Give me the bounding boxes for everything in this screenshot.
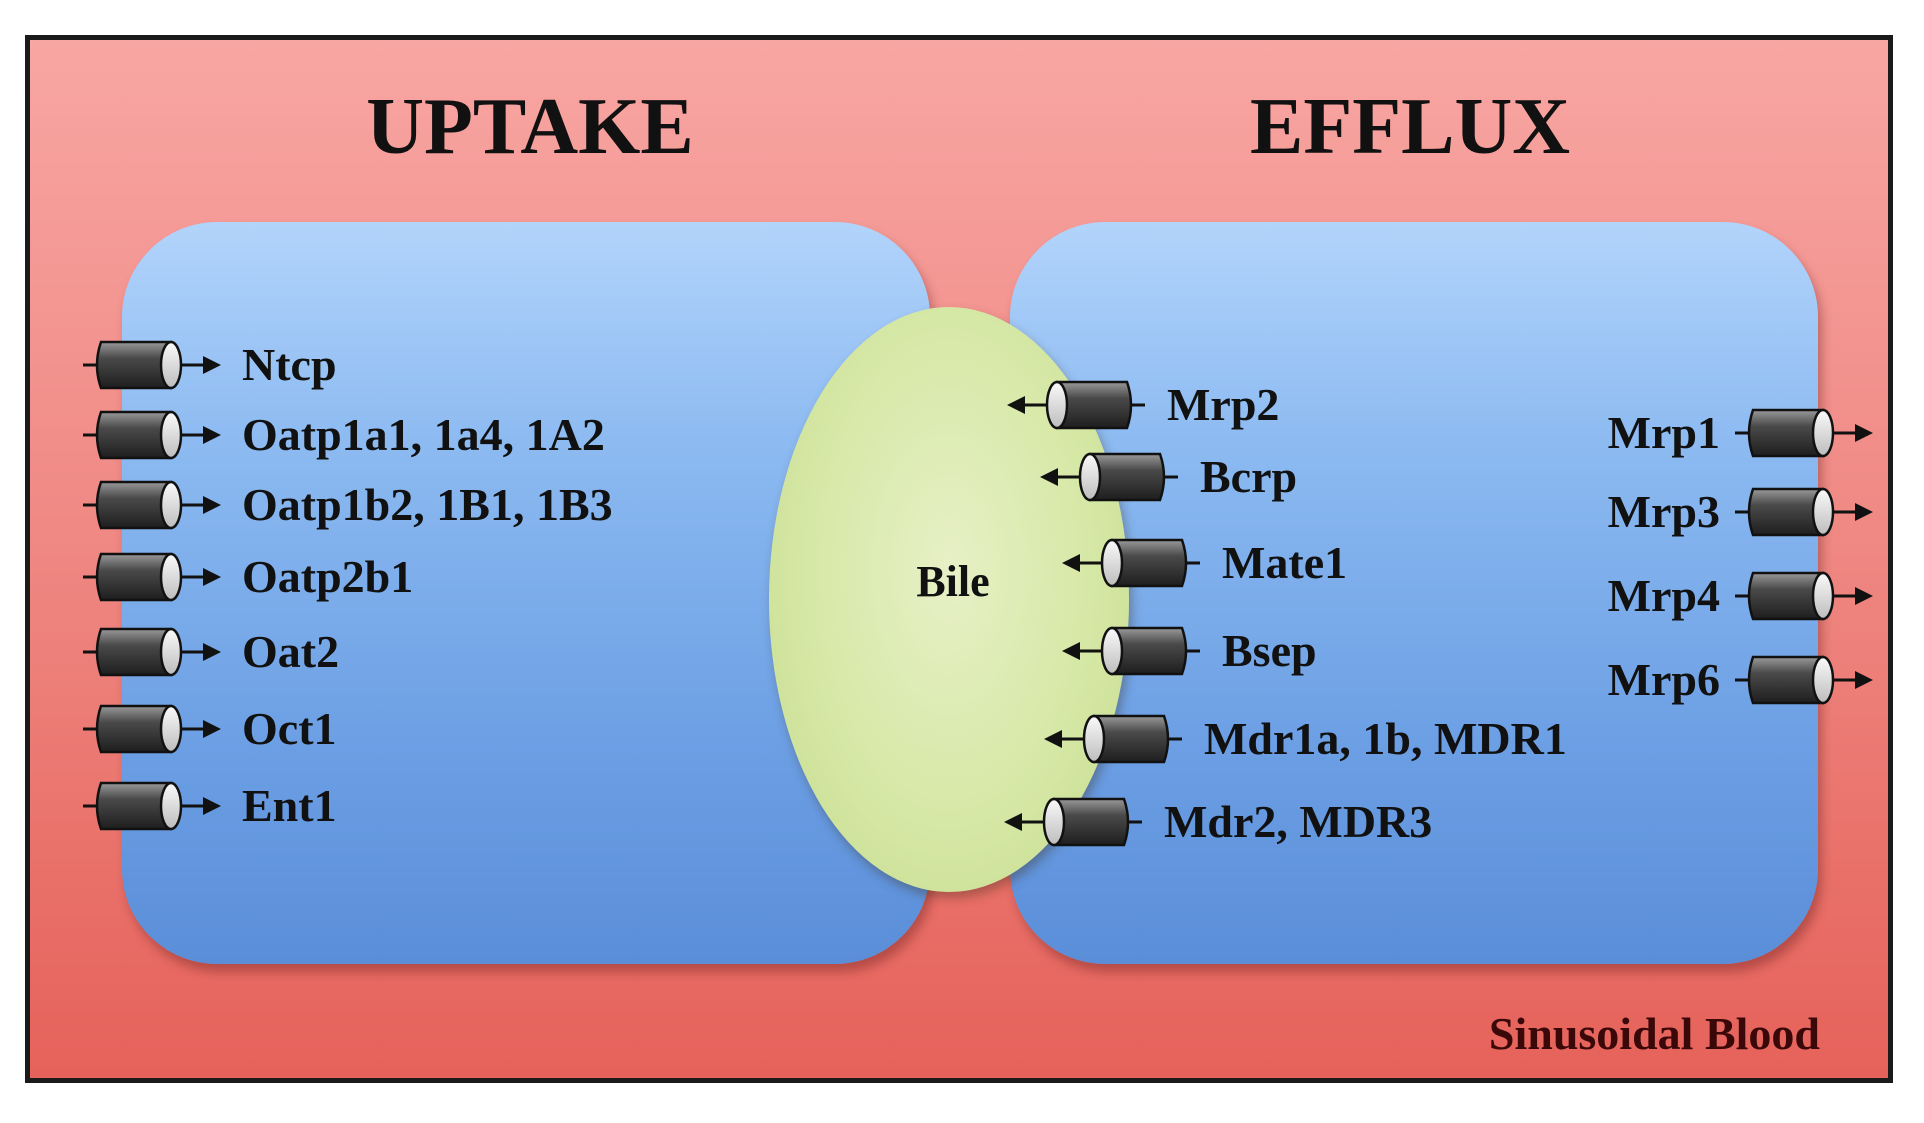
uptake-transporter-oat2	[83, 624, 223, 680]
basolateral-transporter-mrp6	[1735, 652, 1875, 708]
efflux-heading: EFFLUX	[1250, 83, 1570, 171]
uptake-transporter-oatp2b1	[83, 549, 223, 605]
basolateral-transporter-mrp1	[1735, 405, 1875, 461]
uptake-transporter-oct1	[83, 701, 223, 757]
transporter-label: Bcrp	[1200, 451, 1298, 502]
transporter-label: Oat2	[242, 626, 340, 677]
transporter-label: Mrp6	[1607, 654, 1720, 705]
uptake-transporter-ntcp	[83, 337, 223, 393]
sinusoidal-blood-label: Sinusoidal Blood	[1488, 1008, 1820, 1059]
transporter-label: Mrp1	[1607, 407, 1720, 458]
efflux-hepatocyte	[1010, 222, 1818, 964]
transporter-label: Mdr1a, 1b, MDR1	[1204, 713, 1567, 764]
canalicular-transporter-bcrp	[1038, 449, 1178, 505]
canalicular-transporter-mate1	[1060, 535, 1200, 591]
basolateral-transporter-mrp4	[1735, 568, 1875, 624]
transporter-label: Mdr2, MDR3	[1164, 796, 1433, 847]
basolateral-transporter-mrp3	[1735, 484, 1875, 540]
transporter-label: Ntcp	[242, 339, 337, 390]
transporter-label: Bsep	[1222, 625, 1317, 676]
transporter-label: Mrp2	[1167, 379, 1280, 430]
transporter-label: Mate1	[1222, 537, 1348, 588]
canalicular-transporter-mdr1a-1b-mdr1	[1042, 711, 1182, 767]
canalicular-transporter-mrp2	[1005, 377, 1145, 433]
transporter-label: Oct1	[242, 703, 337, 754]
transporter-label: Oatp2b1	[242, 551, 414, 602]
uptake-heading: UPTAKE	[366, 83, 694, 171]
canalicular-transporter-bsep	[1060, 623, 1200, 679]
uptake-transporter-oatp1b2-1b1-1b3	[83, 477, 223, 533]
canalicular-transporter-mdr2-mdr3	[1002, 794, 1142, 850]
transporter-label: Oatp1a1, 1a4, 1A2	[242, 409, 605, 460]
transporter-label: Mrp3	[1607, 486, 1720, 537]
uptake-transporter-oatp1a1-1a4-1a2	[83, 407, 223, 463]
transporter-label: Oatp1b2, 1B1, 1B3	[242, 479, 613, 530]
uptake-transporter-ent1	[83, 778, 223, 834]
transporter-label: Ent1	[242, 780, 337, 831]
bile-label: Bile	[916, 557, 990, 606]
transporter-label: Mrp4	[1607, 570, 1720, 621]
